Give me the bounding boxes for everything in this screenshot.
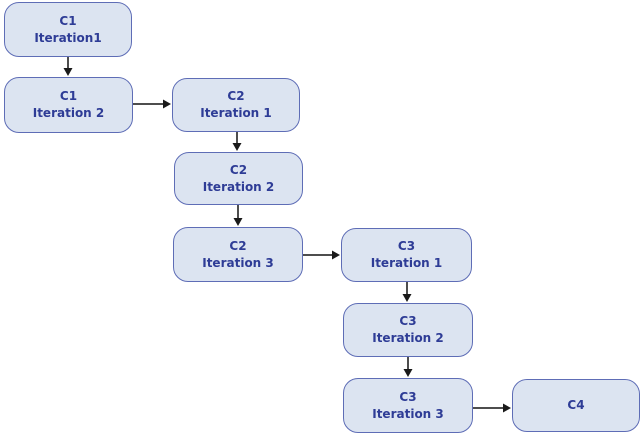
arrow-c3-iteration3-to-c4 — [473, 403, 511, 413]
arrow-c3-iteration1-to-c3-iteration2 — [402, 282, 412, 302]
node-c3-iteration3: C3 Iteration 3 — [343, 378, 473, 433]
node-label-line1: C2 — [227, 89, 245, 103]
arrow-c2-iteration2-to-c2-iteration3 — [233, 205, 243, 226]
node-label-line1: C2 — [229, 162, 248, 177]
node-c1-iteration1: C1 Iteration1 — [4, 2, 132, 57]
node-label-line2: Iteration 1 — [200, 106, 272, 120]
node-label-line1: C4 — [567, 398, 585, 412]
node-label-line1: C3 — [397, 239, 416, 253]
arrow-c3-iteration2-to-c3-iteration3 — [403, 357, 413, 377]
arrow-c1-iteration1-to-c1-iteration2 — [63, 57, 73, 76]
node-label-line2: Iteration 2 — [202, 179, 275, 194]
node-label-line1: C3 — [399, 314, 417, 328]
node-label-line2: Iteration 3 — [372, 406, 444, 421]
node-c2-iteration1: C2 Iteration 1 — [172, 78, 300, 132]
node-c2-iteration3: C2 Iteration 3 — [173, 227, 303, 282]
node-label-line1: C2 — [229, 238, 247, 253]
node-label-line2: Iteration 1 — [370, 256, 443, 270]
node-c2-iteration2: C2 Iteration 2 — [174, 152, 303, 205]
node-label-line1: C1 — [59, 89, 78, 103]
node-c1-iteration2: C1 Iteration 2 — [4, 77, 133, 133]
node-label-line1: C3 — [399, 389, 417, 404]
arrow-c2-iteration3-to-c3-iteration1 — [303, 250, 340, 260]
node-label-line2: Iteration 2 — [372, 331, 444, 345]
node-label-line2: Iteration1 — [34, 30, 102, 45]
node-label-line2: Iteration 3 — [202, 255, 274, 270]
node-c4: C4 — [512, 379, 640, 432]
node-c3-iteration2: C3 Iteration 2 — [343, 303, 473, 357]
arrow-c1-iteration2-to-c2-iteration1 — [133, 99, 171, 109]
node-c3-iteration1: C3 Iteration 1 — [341, 228, 472, 282]
node-label-line2: Iteration 2 — [32, 106, 105, 120]
arrow-c2-iteration1-to-c2-iteration2 — [232, 132, 242, 151]
node-label-line1: C1 — [59, 13, 77, 28]
